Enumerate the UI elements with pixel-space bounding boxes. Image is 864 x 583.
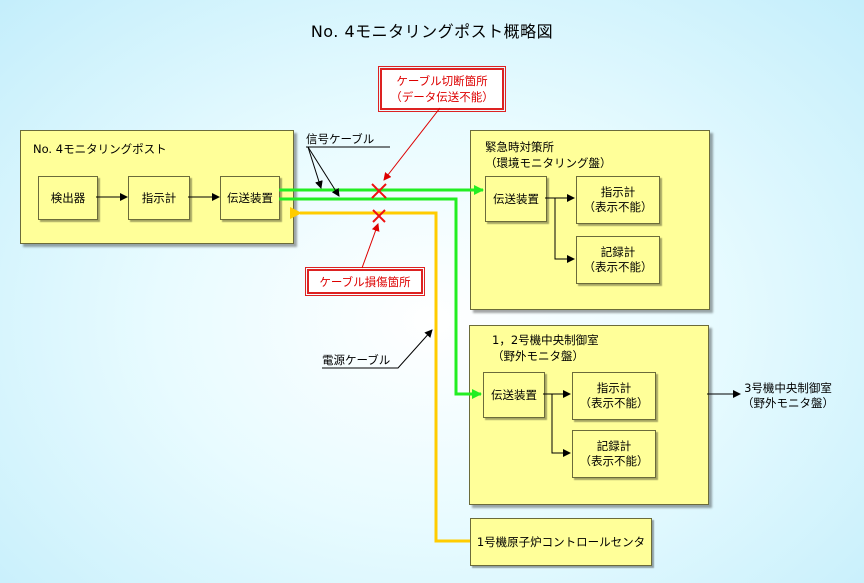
cable-cut-callout: ケーブル切断箇所 （データ伝送不能）	[378, 66, 506, 112]
unit3-control-room-label: 3号機中央制御室 （野外モニタ盤）	[742, 381, 834, 410]
central-recorder-box: 記録計 （表示不能）	[572, 430, 656, 478]
central-indicator-box: 指示計 （表示不能）	[572, 372, 656, 420]
power-cable	[290, 207, 470, 543]
cable-damage-callout: ケーブル損傷箇所	[305, 267, 425, 296]
detector-box: 検出器	[38, 176, 98, 220]
cable-cut-pointer	[383, 107, 441, 181]
indicator-box: 指示計	[128, 176, 190, 220]
signal-cable-label: 信号ケーブル	[306, 132, 375, 146]
emergency-center-title: 緊急時対策所 （環境モニタリング盤）	[485, 140, 612, 170]
control-center-box: 1号機原子炉コントロールセンタ	[470, 518, 652, 566]
page-title: No. 4モニタリングポスト概略図	[310, 22, 554, 41]
cable-cut-mark	[371, 183, 387, 199]
central-transmitter-box: 伝送装置	[483, 372, 545, 418]
monitoring-post-title: No. 4モニタリングポスト	[33, 142, 167, 156]
transmitter-box: 伝送装置	[220, 176, 280, 220]
cable-damage-mark	[372, 209, 386, 223]
emergency-transmitter-box: 伝送装置	[485, 176, 547, 222]
emergency-recorder-box: 記録計 （表示不能）	[576, 236, 660, 284]
power-cable-label: 電源ケーブル	[322, 353, 391, 367]
emergency-indicator-box: 指示計 （表示不能）	[576, 176, 660, 224]
central-control-title: 1，2号機中央制御室 （野外モニタ盤）	[492, 333, 599, 363]
cable-damage-pointer	[361, 223, 380, 269]
